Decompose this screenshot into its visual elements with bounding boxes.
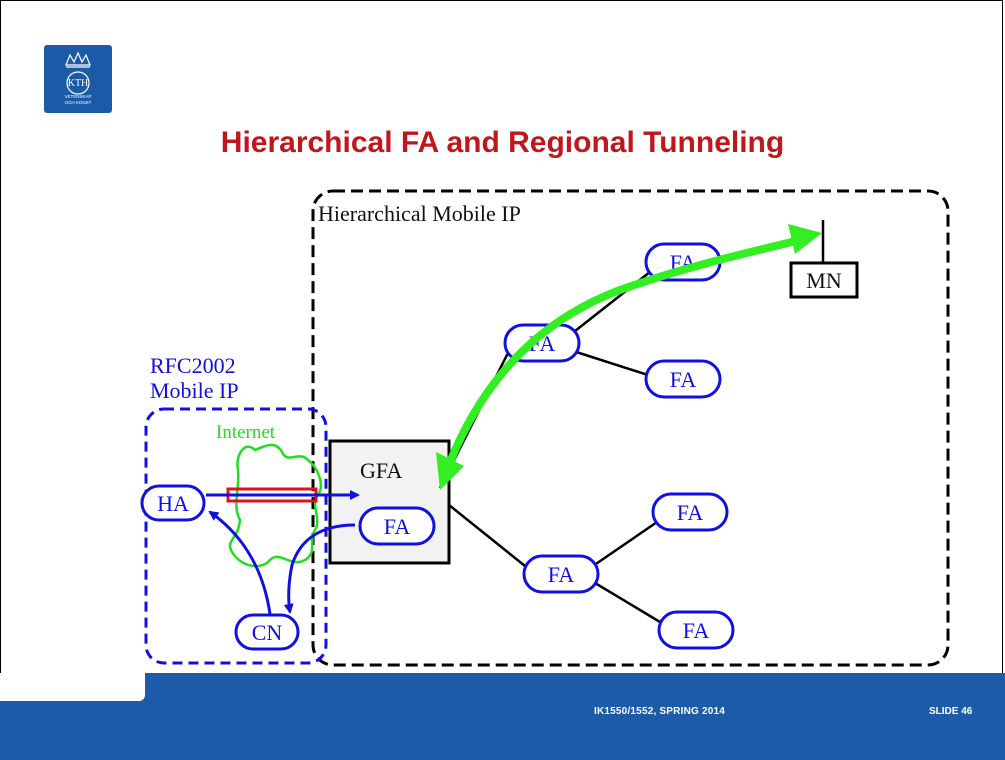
rfc2002-region <box>144 407 328 665</box>
edge-fa-mid-fa-top <box>569 267 656 336</box>
edge-fa-low-fa-low-bottom <box>589 578 666 627</box>
footer-notch <box>0 673 145 701</box>
cn-label: CN <box>252 620 283 645</box>
gfa-mn-path <box>441 236 804 479</box>
gfa-fa-node <box>358 506 436 546</box>
internet-cloud <box>228 443 323 568</box>
fa-low-bottom-label: FA <box>683 618 710 643</box>
rfc2002-label-line1: RFC2002 <box>150 353 236 378</box>
hmip-region <box>311 189 950 667</box>
logo-subtext-1: VETENSKAP <box>64 94 91 99</box>
footer-course: IK1550/1552, SPRING 2014 <box>594 706 725 717</box>
ha-node <box>140 484 206 522</box>
gfa-fa-label: FA <box>384 514 411 539</box>
edge-fa-mid-fa-mid-right <box>569 348 649 377</box>
footer-band <box>0 673 1005 760</box>
cn-to-ha-arrow <box>208 510 272 615</box>
footer-slide-number: SLIDE 46 <box>929 706 973 717</box>
gfa-mn-arrowhead-gfa <box>436 452 464 490</box>
fa-to-cn-arrow <box>283 523 356 614</box>
gfa-box <box>328 439 451 565</box>
fa-low-label: FA <box>548 562 575 587</box>
fa-mid-right-node <box>644 359 722 399</box>
logo-subtext-2: OCH KONST <box>65 100 92 105</box>
cn-node <box>234 613 300 651</box>
fa-low-top-node <box>651 492 729 532</box>
fa-low-top-label: FA <box>677 500 704 525</box>
fa-mid-right-label: FA <box>670 367 697 392</box>
slide-title: Hierarchical FA and Regional Tunneling <box>220 126 785 159</box>
logo-text: KTH <box>68 78 89 89</box>
fa-low-node <box>522 554 600 594</box>
ha-label: HA <box>157 491 189 516</box>
rfc2002-label-line2: Mobile IP <box>150 378 239 403</box>
mn-label: MN <box>806 268 842 293</box>
edge-gfa-fa-low <box>448 504 531 571</box>
internet-label: Internet <box>216 422 276 443</box>
hmip-label: Hierarchical Mobile IP <box>318 201 521 226</box>
edge-fa-low-fa-low-top <box>589 518 661 570</box>
mn-box <box>789 261 859 299</box>
fa-low-bottom-node <box>657 610 735 650</box>
kth-logo: KTH VETENSKAP OCH KONST <box>44 45 112 113</box>
gfa-mn-arrowhead-mn <box>788 224 822 254</box>
footer-left-strip <box>0 701 145 760</box>
gfa-label: GFA <box>360 458 402 483</box>
